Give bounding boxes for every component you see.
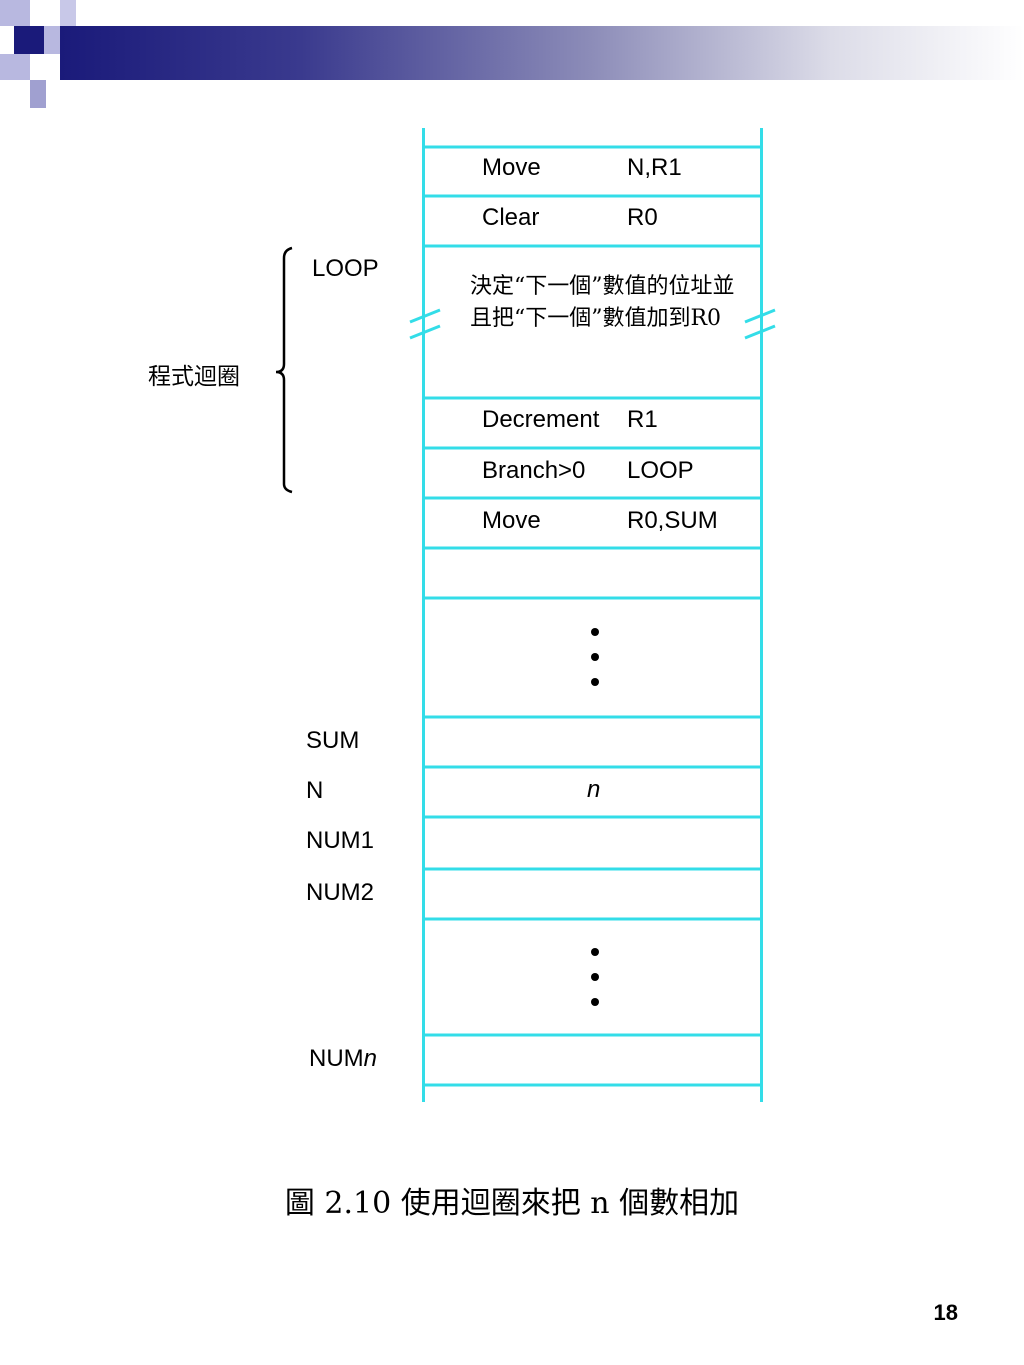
program-loop-label: 程式迴圈 [148, 364, 240, 390]
cell-op: Clear [482, 204, 540, 231]
ellipsis-dot [591, 678, 599, 686]
cell-arg: LOOP [627, 457, 694, 484]
numn-label-suffix: n [363, 1045, 378, 1072]
ellipsis-dot [591, 948, 599, 956]
figure-caption: 圖 2.10 使用迴圈來把 n 個數相加 [284, 1186, 740, 1221]
loop-label: LOOP [312, 255, 379, 282]
numn-label: NUMn [309, 1045, 377, 1073]
cell-note: 決定“下一個”數值的位址並且把“下一個”數值加到R0 [470, 274, 735, 331]
num1-label: NUM1 [306, 827, 375, 854]
header-square [0, 0, 30, 26]
n-label: N [306, 777, 324, 804]
cell-arg: R0 [627, 204, 658, 231]
cell-arg: R0,SUM [627, 507, 718, 534]
cell-value: n [587, 776, 601, 803]
cell-arg: R1 [627, 406, 658, 433]
header-square [44, 26, 60, 54]
program-loop-brace [275, 246, 293, 494]
cell-op: Branch>0 [482, 457, 586, 484]
cell-arg: N,R1 [627, 154, 682, 181]
cell-op: Move [482, 154, 541, 181]
sum-label: SUM [306, 727, 360, 754]
memory-grid [422, 128, 763, 1102]
header-square [30, 0, 60, 26]
ellipsis-dot [591, 628, 599, 636]
numn-label-prefix: NUM [309, 1045, 364, 1072]
header-square [60, 0, 76, 26]
page-number: 18 [933, 1300, 958, 1325]
ellipsis-dot [591, 653, 599, 661]
header-square [30, 80, 46, 108]
cell-op: Decrement [482, 406, 600, 433]
header-square [14, 26, 44, 54]
ellipsis-dot [591, 998, 599, 1006]
header-gradient-bar [60, 26, 1024, 80]
num2-label: NUM2 [306, 879, 375, 906]
header-square [0, 54, 30, 80]
ellipsis-dot [591, 973, 599, 981]
memory-diagram: Move N,R1 Clear R0 決定“下一個”數值的位址並且把“下一個”數… [422, 128, 763, 1102]
cell-op: Move [482, 507, 541, 534]
